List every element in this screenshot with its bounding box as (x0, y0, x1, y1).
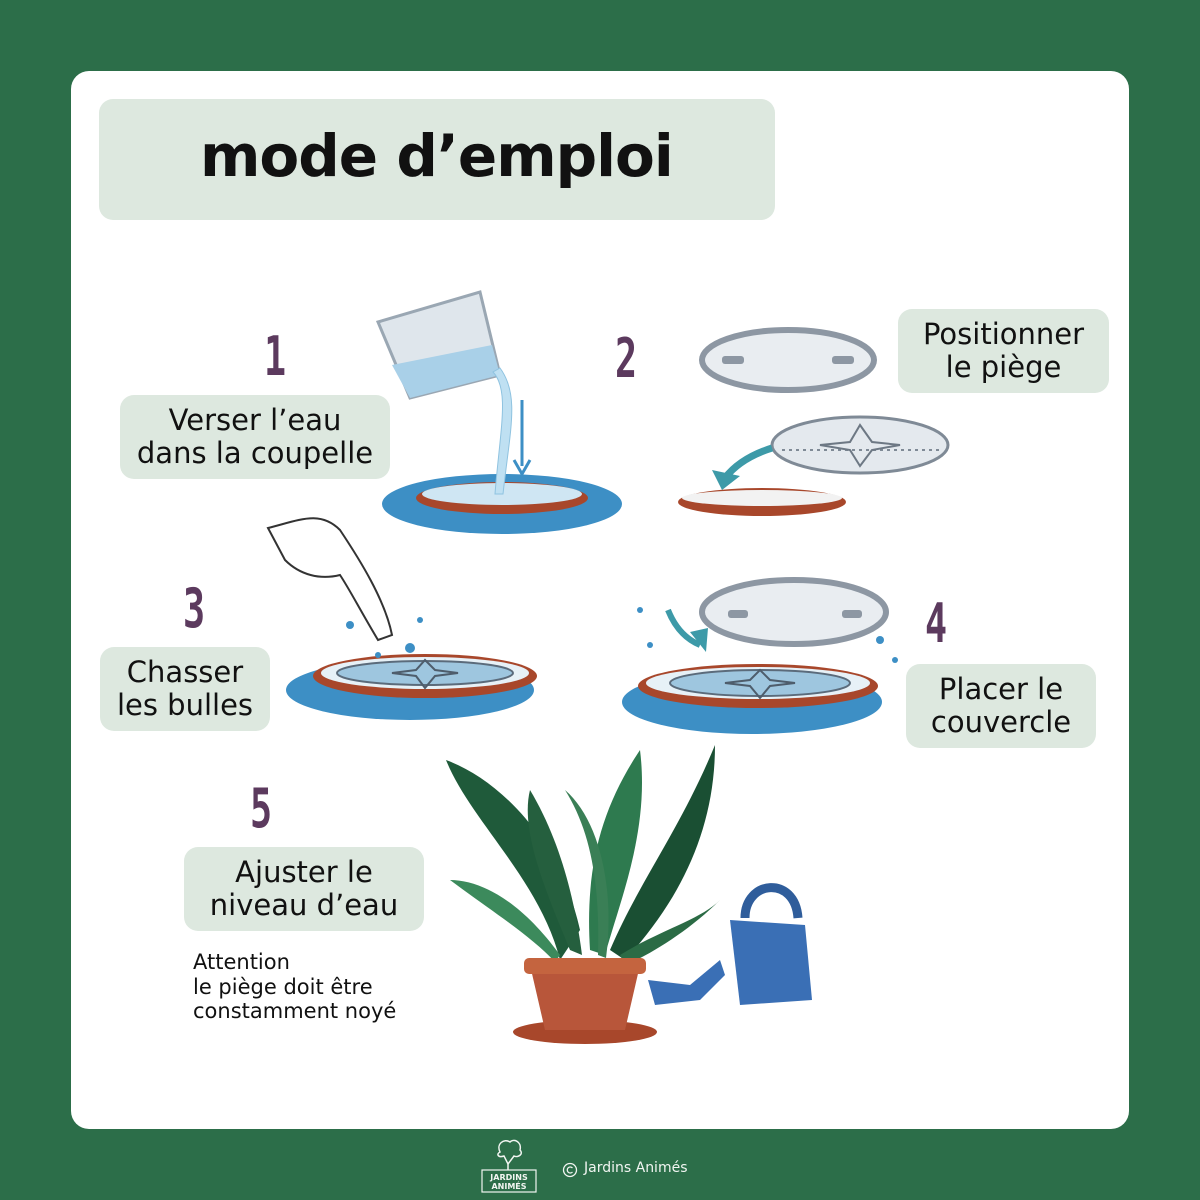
step-4-number: 4 (925, 592, 948, 655)
place-lid-illustration (622, 577, 898, 734)
step-4-line-1: Placer le (938, 672, 1064, 706)
step-3-number: 3 (183, 577, 206, 640)
step-4-line-2: couvercle (930, 705, 1072, 739)
note-line-3: constamment noyé (193, 999, 397, 1023)
step-1-line-2: dans la coupelle (136, 436, 374, 470)
jardins-animes-logo: JARDINS ANIMÉS (481, 1139, 537, 1193)
position-trap-illustration (678, 327, 950, 516)
title-banner (99, 99, 775, 220)
logo-line-1: JARDINS (489, 1173, 528, 1182)
step-5-number: 5 (250, 777, 273, 840)
note-line-1: Attention (193, 950, 290, 974)
warning-note: Attention le piège doit être constamment… (193, 950, 396, 1024)
step-5-label: Ajuster le niveau d’eau (184, 847, 424, 931)
step-2-label: Positionner le piège (898, 309, 1109, 393)
step-3-line-2: les bulles (116, 688, 254, 722)
step-4-label: Placer le couvercle (906, 664, 1096, 748)
chase-bubbles-illustration (266, 517, 537, 720)
step-2-line-2: le piège (945, 350, 1062, 384)
logo-line-2: ANIMÉS (491, 1180, 526, 1191)
step-3-line-1: Chasser (126, 655, 244, 689)
pour-water-illustration (375, 290, 622, 534)
note-line-2: le piège doit être (193, 974, 373, 999)
plant-watering-illustration (446, 745, 812, 1044)
step-3-label: Chasser les bulles (100, 647, 270, 731)
copyright-text: Jardins Animés (584, 1160, 688, 1176)
step-1-number: 1 (264, 325, 287, 388)
step-2-line-1: Positionner (922, 317, 1085, 351)
step-5-line-2: niveau d’eau (209, 888, 399, 922)
page-title: mode d’emploi (200, 122, 674, 190)
step-2-number: 2 (615, 327, 638, 390)
step-5-line-1: Ajuster le (235, 855, 373, 889)
step-1-line-1: Verser l’eau (168, 403, 342, 437)
step-1-label: Verser l’eau dans la coupelle (120, 395, 390, 479)
copyright-icon (562, 1162, 578, 1178)
